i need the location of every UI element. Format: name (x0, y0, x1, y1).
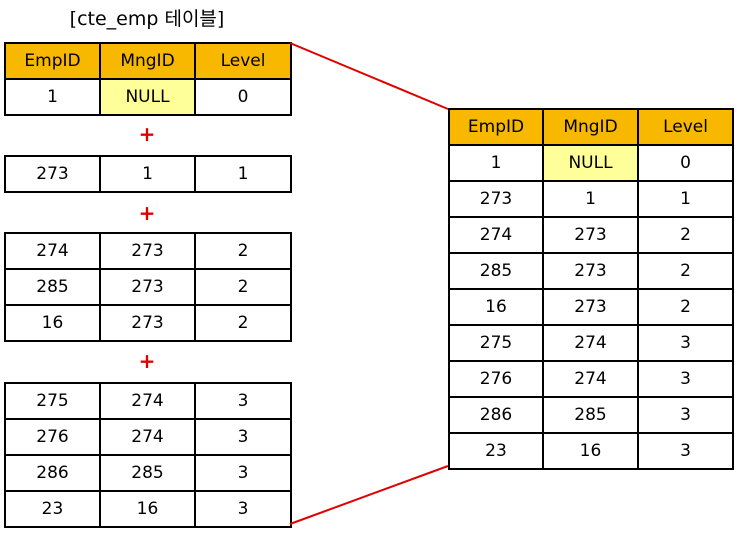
empid-cell: 275 (448, 324, 544, 362)
empid-cell: 1 (448, 144, 544, 182)
table-row: 286 285 3 (4, 454, 292, 492)
level-cell: 3 (194, 490, 292, 528)
mngid-cell: NULL (542, 144, 639, 182)
empid-cell: 275 (4, 382, 101, 420)
table-row: 23 16 3 (4, 490, 292, 528)
recursion-step-2-table: 274 273 2 285 273 2 16 273 2 (4, 232, 292, 342)
empid-cell: 273 (4, 155, 101, 193)
empid-cell: 273 (448, 180, 544, 218)
mngid-cell: 274 (99, 382, 196, 420)
level-cell: 1 (194, 155, 292, 193)
mngid-cell: 1 (99, 155, 196, 193)
mngid-cell: 1 (542, 180, 639, 218)
table-row: 16 273 2 (4, 304, 292, 342)
header-mngid: MngID (542, 108, 639, 146)
recursion-step-3-table: 275 274 3 276 274 3 286 285 3 23 16 3 (4, 382, 292, 528)
empid-cell: 276 (4, 418, 101, 456)
mngid-cell: 285 (99, 454, 196, 492)
mngid-cell: 273 (99, 304, 196, 342)
empid-cell: 23 (448, 432, 544, 470)
mngid-cell: NULL (99, 78, 196, 116)
anchor-table: EmpID MngID Level 1 NULL 0 (4, 42, 292, 116)
table-row: 1 NULL 0 (4, 78, 292, 116)
empid-cell: 274 (4, 232, 101, 270)
mngid-cell: 273 (99, 232, 196, 270)
table-row: 276 274 3 (448, 360, 734, 398)
mngid-cell: 273 (542, 252, 639, 290)
empid-cell: 274 (448, 216, 544, 254)
empid-cell: 286 (448, 396, 544, 434)
level-cell: 3 (637, 396, 734, 434)
empid-cell: 286 (4, 454, 101, 492)
header-level: Level (637, 108, 734, 146)
empid-cell: 16 (448, 288, 544, 326)
table-row: 273 1 1 (448, 180, 734, 218)
empid-cell: 276 (448, 360, 544, 398)
mngid-cell: 273 (99, 268, 196, 306)
level-cell: 3 (194, 454, 292, 492)
mngid-cell: 274 (542, 324, 639, 362)
mngid-cell: 285 (542, 396, 639, 434)
mngid-cell: 16 (99, 490, 196, 528)
level-cell: 2 (194, 268, 292, 306)
table-row: 285 273 2 (448, 252, 734, 290)
mngid-cell: 274 (99, 418, 196, 456)
level-cell: 0 (194, 78, 292, 116)
table-row: 1 NULL 0 (448, 144, 734, 182)
table-row: 286 285 3 (448, 396, 734, 434)
table-row: 23 16 3 (448, 432, 734, 470)
level-cell: 3 (637, 324, 734, 362)
level-cell: 3 (194, 418, 292, 456)
mngid-cell: 273 (542, 216, 639, 254)
mngid-cell: 273 (542, 288, 639, 326)
level-cell: 2 (637, 288, 734, 326)
level-cell: 2 (194, 304, 292, 342)
header-empid: EmpID (448, 108, 544, 146)
header-level: Level (194, 42, 292, 80)
table-row: 275 274 3 (448, 324, 734, 362)
level-cell: 3 (637, 360, 734, 398)
level-cell: 2 (194, 232, 292, 270)
level-cell: 3 (637, 432, 734, 470)
empid-cell: 285 (4, 268, 101, 306)
level-cell: 3 (194, 382, 292, 420)
empid-cell: 23 (4, 490, 101, 528)
table-row: 275 274 3 (4, 382, 292, 420)
header-empid: EmpID (4, 42, 101, 80)
level-cell: 0 (637, 144, 734, 182)
table-row: 276 274 3 (4, 418, 292, 456)
connector-bottom-line (289, 465, 449, 525)
plus-sign: + (138, 122, 156, 146)
header-row: EmpID MngID Level (448, 108, 734, 146)
table-row: 16 273 2 (448, 288, 734, 326)
level-cell: 1 (637, 180, 734, 218)
table-row: 273 1 1 (4, 155, 292, 193)
header-row: EmpID MngID Level (4, 42, 292, 80)
plus-sign: + (138, 349, 156, 373)
mngid-cell: 274 (542, 360, 639, 398)
plus-sign: + (138, 201, 156, 225)
empid-cell: 285 (448, 252, 544, 290)
table-row: 285 273 2 (4, 268, 292, 306)
connector-top-line (289, 42, 449, 110)
mngid-cell: 16 (542, 432, 639, 470)
header-mngid: MngID (99, 42, 196, 80)
level-cell: 2 (637, 216, 734, 254)
result-table: EmpID MngID Level 1 NULL 0 273 1 1 274 2… (448, 108, 734, 470)
level-cell: 2 (637, 252, 734, 290)
empid-cell: 16 (4, 304, 101, 342)
recursion-step-1-table: 273 1 1 (4, 155, 292, 193)
table-row: 274 273 2 (4, 232, 292, 270)
table-row: 274 273 2 (448, 216, 734, 254)
diagram-title: [cte_emp 테이블] (69, 8, 225, 30)
empid-cell: 1 (4, 78, 101, 116)
